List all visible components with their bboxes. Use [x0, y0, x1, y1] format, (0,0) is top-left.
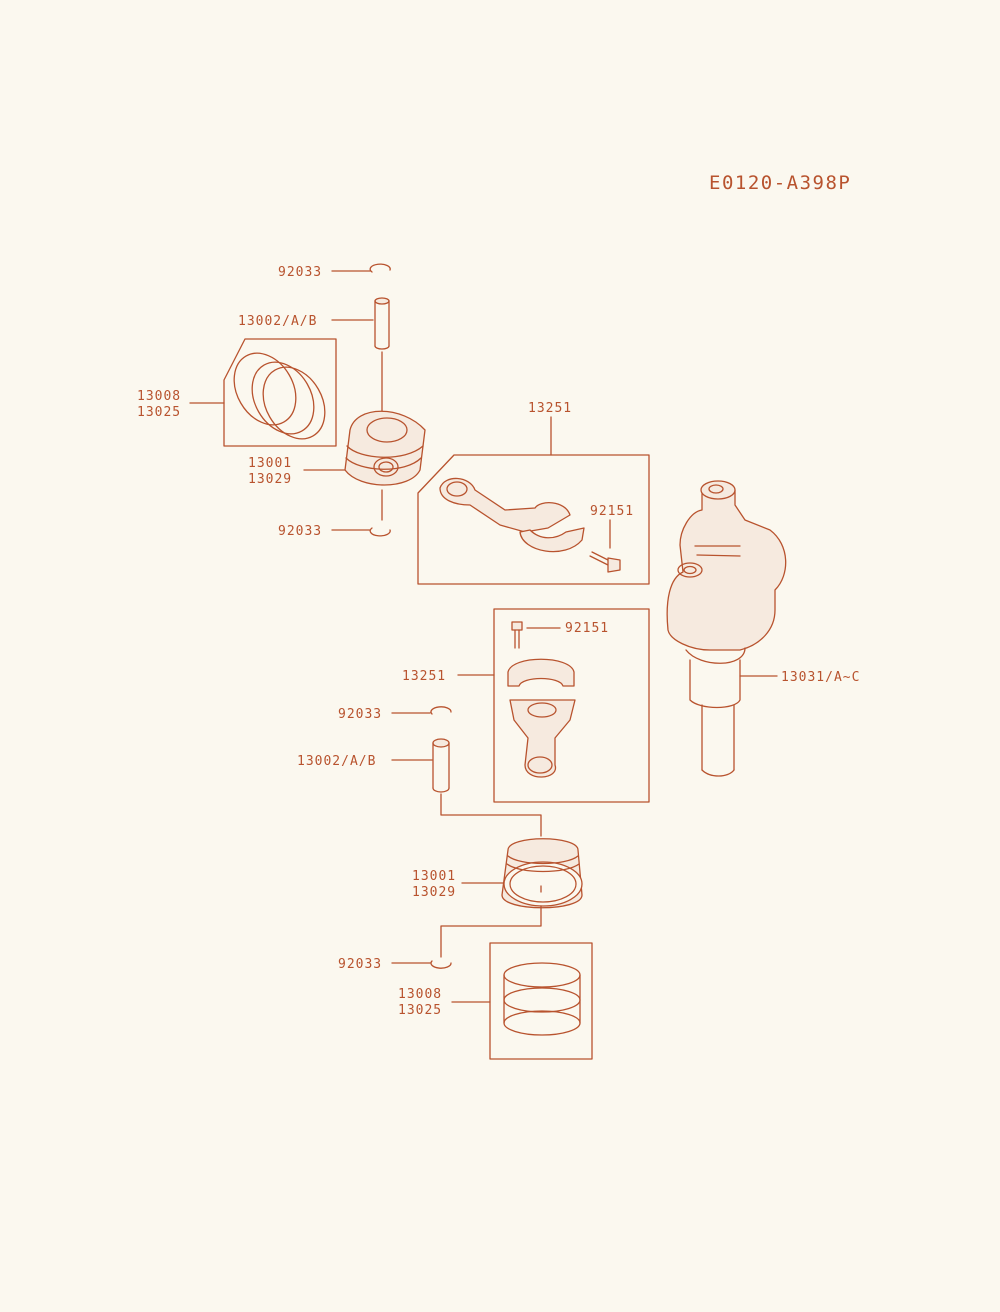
clip-top	[331, 263, 391, 273]
piston-pin-top	[331, 297, 390, 413]
connecting-rod-top	[417, 416, 650, 585]
piston-rings-top	[189, 338, 337, 447]
piston-top	[303, 410, 426, 521]
label-piston-lower-a: 13001	[412, 869, 456, 884]
piston-lower	[440, 838, 583, 958]
label-pin-lower: 13002/A/B	[297, 754, 376, 769]
label-clip-lower: 92033	[338, 707, 382, 722]
label-piston-top-b: 13029	[248, 472, 292, 487]
label-piston-top-a: 13001	[248, 456, 292, 471]
label-piston-lower-b: 13029	[412, 885, 456, 900]
piston-rings-bottom	[451, 942, 593, 1060]
label-bolt-lower: 92151	[565, 621, 609, 636]
label-bolt-top: 92151	[590, 504, 634, 519]
clip-lower	[391, 706, 452, 715]
label-clip-mid: 92033	[278, 524, 322, 539]
clip-bottom	[391, 960, 452, 969]
label-rings-bottom-a: 13008	[398, 987, 442, 1002]
label-rings-top-b: 13025	[137, 405, 181, 420]
crankshaft	[666, 480, 787, 777]
connecting-rod-lower	[457, 608, 650, 803]
label-rod-lower: 13251	[402, 669, 446, 684]
label-rod-top: 13251	[528, 401, 572, 416]
label-pin-top: 13002/A/B	[238, 314, 317, 329]
diagram-code: E0120-A398P	[709, 172, 851, 194]
label-rings-top-a: 13008	[137, 389, 181, 404]
label-crankshaft: 13031/A~C	[781, 670, 860, 685]
label-rings-bottom-b: 13025	[398, 1003, 442, 1018]
label-clip-top: 92033	[278, 265, 322, 280]
clip-mid	[331, 527, 391, 537]
piston-pin-lower	[391, 738, 542, 837]
label-clip-bottom: 92033	[338, 957, 382, 972]
